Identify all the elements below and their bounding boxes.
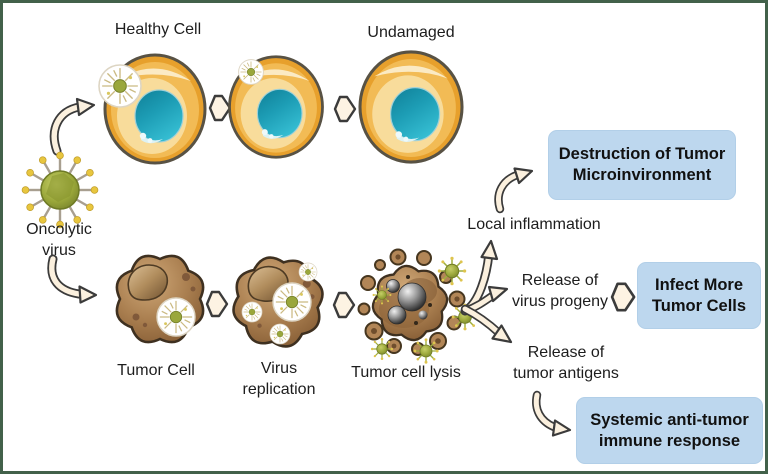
oncolytic-virus-label: Oncolytic virus	[26, 221, 92, 259]
infect-more-outcome-box: Infect More Tumor Cells	[637, 262, 761, 329]
stage-arrow-icon	[332, 291, 356, 319]
tumor-cell	[117, 256, 203, 342]
virus-replication-cell	[229, 253, 326, 350]
arrow-virus-to-healthy-cell	[49, 97, 96, 156]
stage-arrow-icon	[205, 290, 229, 318]
arrow-to-destruction-box	[494, 167, 534, 214]
stage-arrow-icon	[333, 95, 357, 123]
diagram-artwork	[3, 50, 636, 437]
healthy-cell-infected	[98, 53, 207, 165]
release-tumor-antigens-label: Release of tumor antigens	[513, 344, 619, 382]
stage-arrow-icon	[208, 94, 232, 122]
arrow-to-tumor-antigens	[460, 304, 513, 344]
healthy-cell-label: Healthy Cell	[114, 21, 202, 38]
arrow-virus-to-tumor-cell	[47, 254, 98, 304]
undamaged-label: Undamaged	[367, 24, 455, 41]
local-inflammation-label: Local inflammation	[467, 216, 601, 233]
virus-replication-label: Virus replication	[242, 360, 316, 398]
tumor-cell-lysis-label: Tumor cell lysis	[351, 364, 461, 381]
release-virus-progeny-label: Release of virus progeny	[511, 272, 609, 310]
arrow-to-systemic-box	[532, 390, 572, 437]
tumor-cell-lysis	[357, 248, 480, 365]
tumor-cell-label: Tumor Cell	[117, 362, 195, 379]
healthy-cell-clearing	[228, 55, 324, 159]
oncolytic-virus-icon	[22, 152, 98, 228]
destruction-outcome-box: Destruction of Tumor Microinvironment	[548, 130, 736, 200]
systemic-response-outcome-box: Systemic anti-tumor immune response	[576, 397, 763, 464]
healthy-cell-undamaged	[358, 50, 464, 164]
stage-arrow-icon	[610, 282, 636, 312]
